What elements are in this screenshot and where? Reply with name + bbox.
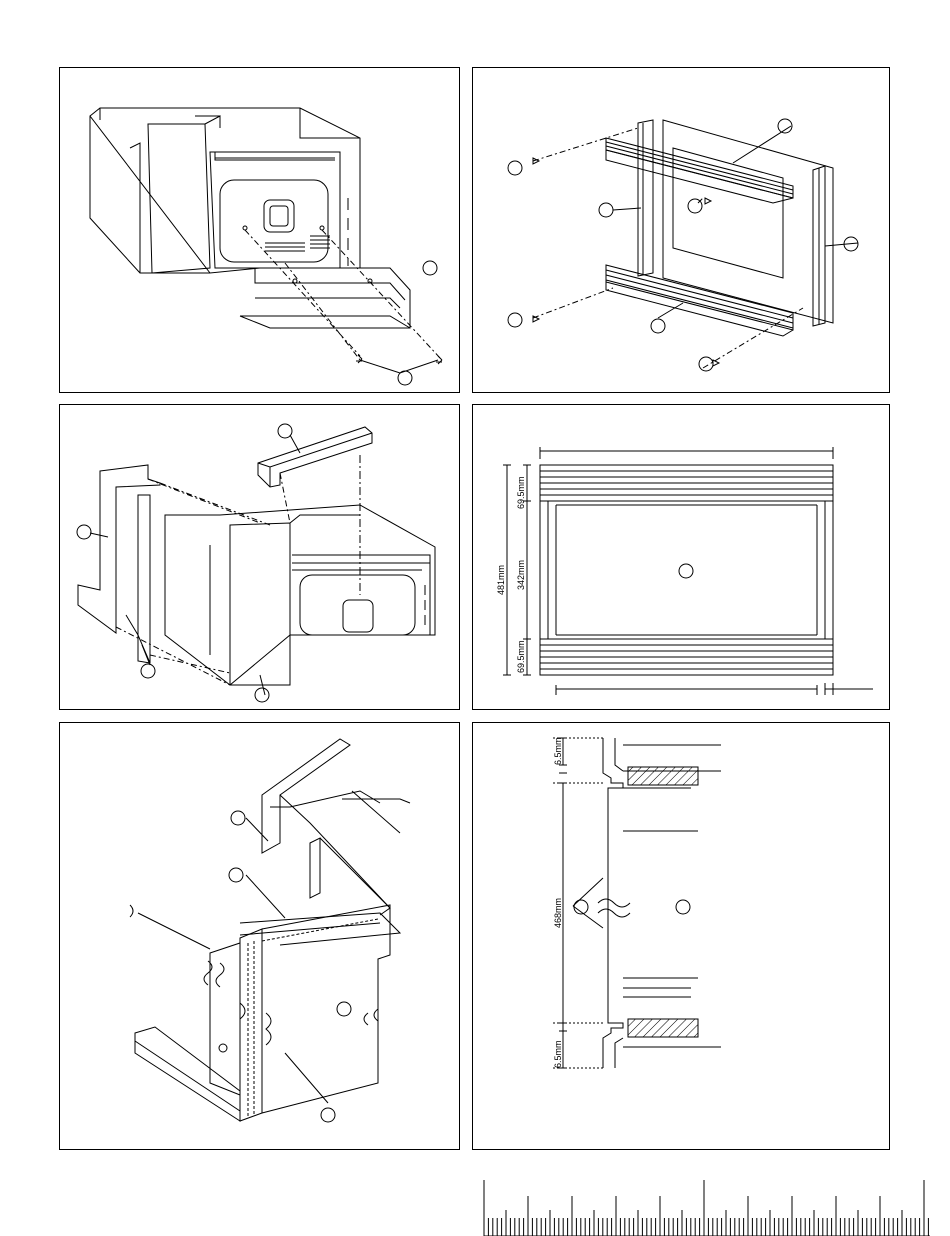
ruler-ticks <box>484 1180 928 1236</box>
